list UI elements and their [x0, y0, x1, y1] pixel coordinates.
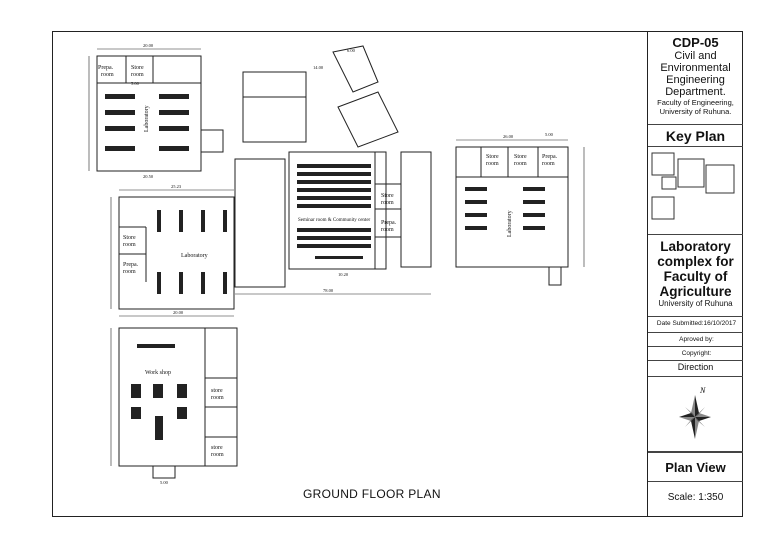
faculty-line-2: University of Ruhuna. [659, 107, 732, 116]
north-label: N [699, 386, 706, 395]
date-field: Date Submitted:16/10/2017 [648, 317, 743, 333]
svg-text:5.00: 5.00 [131, 81, 140, 86]
drawing-sheet: Prepa. room Store room Laboratory Store … [52, 31, 743, 517]
svg-text:room: room [123, 269, 136, 275]
department-line-4: Department. [665, 86, 726, 98]
department-cell: CDP-05 Civil and Environmental Engineeri… [648, 32, 743, 125]
svg-text:Store: Store [381, 193, 394, 199]
approved-field: Aproved by: [648, 333, 743, 347]
key-plan-diagram [651, 152, 735, 220]
project-line-4: Agriculture [659, 284, 732, 299]
svg-text:5.00: 5.00 [160, 480, 169, 485]
plan-view-cell: Plan View [648, 452, 743, 482]
toilet-block [242, 71, 307, 143]
faculty-line-1: Faculty of Engineering, [657, 98, 734, 107]
svg-text:room: room [123, 242, 136, 248]
svg-text:20.00: 20.00 [143, 43, 154, 48]
svg-text:6.00: 6.00 [347, 48, 356, 53]
lab3-benches [465, 187, 545, 230]
svg-text:Laboratory: Laboratory [144, 105, 150, 132]
svg-text:store: store [211, 388, 223, 394]
direction-heading-cell: Direction [648, 361, 743, 377]
university-name: University of Ruhuna [658, 299, 733, 308]
svg-text:5.00: 5.00 [545, 132, 554, 137]
svg-text:Laboratory: Laboratory [181, 253, 208, 259]
svg-text:Store: Store [514, 154, 527, 160]
lab-building-3 [455, 146, 569, 268]
plan-view-label: Plan View [665, 460, 726, 475]
department-line-2: Environmental [660, 62, 731, 74]
project-cell: Laboratory complex for Faculty of Agricu… [648, 235, 743, 317]
floor-plan-drawing: Prepa. room Store room Laboratory Store … [88, 43, 585, 485]
lab-building-2 [118, 196, 235, 310]
svg-text:Store: Store [131, 65, 144, 71]
scale-label: Scale: 1:350 [667, 492, 724, 503]
floor-plan-area: Prepa. room Store room Laboratory Store … [53, 32, 647, 516]
svg-text:Seminar room & Community cente: Seminar room & Community center [298, 218, 371, 223]
svg-text:20.00: 20.00 [173, 310, 184, 315]
svg-text:Prepa.: Prepa. [123, 262, 139, 268]
key-plan-label: Key Plan [665, 128, 726, 144]
seminar-seats [297, 164, 371, 259]
approved-label: Aproved by: [679, 336, 714, 343]
direction-label: Direction [677, 362, 714, 372]
svg-text:20.50: 20.50 [143, 174, 154, 179]
title-block: CDP-05 Civil and Environmental Engineeri… [647, 32, 743, 516]
corridor [234, 158, 286, 288]
svg-text:Work shop: Work shop [145, 370, 171, 376]
lab-building-1 [96, 55, 202, 172]
project-line-3: Faculty of [663, 269, 728, 284]
north-arrow-icon: N [679, 386, 711, 439]
workshop-machines [131, 344, 187, 440]
svg-text:room: room [101, 72, 114, 78]
svg-text:room: room [381, 227, 394, 233]
drawing-caption: GROUND FLOOR PLAN [303, 487, 441, 501]
svg-text:room: room [131, 72, 144, 78]
drawing-code: CDP-05 [672, 35, 719, 50]
project-line-2: complex for [657, 254, 734, 269]
svg-text:78.00: 78.00 [323, 288, 334, 293]
svg-text:room: room [381, 200, 394, 206]
workshop-building [118, 327, 238, 467]
scale-cell: Scale: 1:350 [648, 482, 743, 516]
svg-text:14.00: 14.00 [313, 65, 324, 70]
copyright-field: Copyright: [648, 347, 743, 361]
svg-text:Prepa.: Prepa. [381, 220, 397, 226]
lab1-benches [105, 94, 189, 151]
svg-text:Store: Store [486, 154, 499, 160]
svg-text:26.00: 26.00 [503, 134, 514, 139]
svg-text:room: room [542, 161, 555, 167]
department-line-1: Civil and [674, 50, 717, 62]
svg-text:room: room [514, 161, 527, 167]
date-label: Date Submitted: [656, 320, 704, 327]
svg-text:store: store [211, 445, 223, 451]
svg-text:25.23: 25.23 [171, 184, 182, 189]
svg-text:room: room [211, 395, 224, 401]
key-plan-heading-cell: Key Plan [648, 125, 743, 147]
north-arrow-cell: N [648, 377, 743, 452]
svg-text:room: room [486, 161, 499, 167]
svg-text:Store: Store [123, 235, 136, 241]
copyright-label: Copyright: [681, 350, 712, 357]
project-line-1: Laboratory [660, 239, 731, 254]
svg-text:room: room [211, 452, 224, 458]
date-value: 16/10/2017 [703, 320, 737, 327]
svg-text:Prepa.: Prepa. [98, 65, 114, 71]
svg-text:Laboratory: Laboratory [507, 210, 513, 237]
seminar-hall [288, 151, 387, 270]
svg-text:10.20: 10.20 [338, 272, 349, 277]
lab2-benches [157, 210, 227, 294]
department-line-3: Engineering [666, 74, 725, 86]
svg-text:Prepa.: Prepa. [542, 154, 558, 160]
key-plan-cell [648, 147, 743, 235]
